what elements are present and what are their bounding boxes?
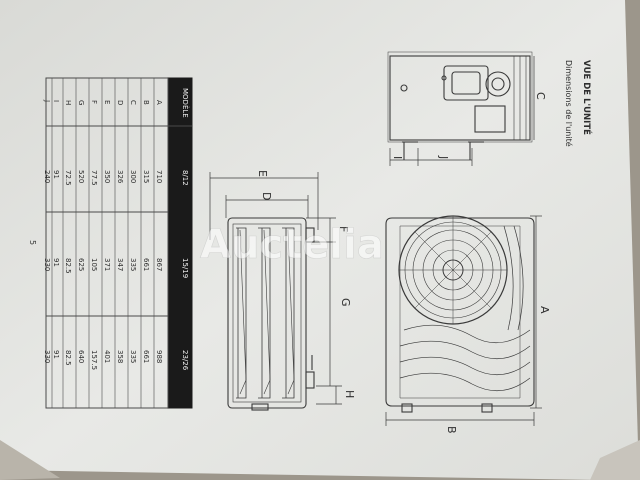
front-view-drawing (385, 215, 535, 413)
table-cell: 82.5 (64, 350, 72, 366)
table-cell: 300 (129, 170, 137, 183)
table-cell: 330 (43, 258, 51, 271)
table-cell: 157.5 (90, 350, 98, 370)
table-cell: 330 (43, 350, 51, 363)
table-cell: 91 (52, 258, 60, 267)
table-cell: E (103, 100, 111, 104)
table-cell: 350 (103, 170, 111, 183)
table-cell: 371 (103, 258, 111, 271)
table-cell: F (90, 100, 98, 104)
dimension-label-c: C (534, 92, 547, 100)
table-cell: 326 (116, 170, 124, 184)
side-view-drawing (387, 51, 533, 160)
table-header-col-1: 8/12 (181, 170, 189, 186)
table-cell: 640 (77, 350, 85, 363)
table-cell: G (77, 100, 85, 105)
table-header-row (167, 77, 193, 409)
table-cell: 335 (129, 350, 137, 363)
table-cell: B (142, 100, 150, 105)
table-cell: 82.5 (64, 258, 72, 274)
table-cell: 358 (116, 350, 124, 363)
table-cell: 315 (142, 170, 150, 183)
dimension-label-g: G (339, 298, 352, 307)
dimension-label-d: D (260, 192, 273, 200)
table-cell: H (64, 100, 72, 105)
page-number: 5 (28, 240, 37, 245)
table-cell: D (116, 100, 124, 105)
table-cell: 72.5 (64, 170, 72, 186)
table-cell: J (43, 99, 51, 102)
table-cell: 988 (155, 350, 163, 363)
page-heading: VUE DE L'UNITÉ (581, 60, 593, 135)
page-subheading: Dimensions de l'unité (564, 60, 574, 147)
table-cell: 661 (142, 258, 150, 271)
dimension-label-b: B (445, 426, 458, 434)
dimensions-table (45, 77, 193, 409)
table-header-col-3: 23/26 (181, 350, 189, 371)
dimension-label-a: A (538, 306, 551, 314)
table-cell: 240 (43, 170, 51, 183)
watermark-text: Auctelia (200, 222, 384, 268)
table-cell: 710 (155, 170, 163, 183)
dimension-label-f: F (337, 226, 350, 232)
table-cell: 91 (52, 350, 60, 359)
dimension-label-e: E (256, 170, 269, 177)
table-header-col-2: 15/19 (181, 258, 189, 278)
table-cell: 867 (155, 258, 163, 271)
table-cell: 625 (77, 258, 85, 271)
table-header-model: MODÈLE (181, 88, 190, 118)
dimension-label-j: J (437, 155, 450, 159)
table-cell: 347 (116, 258, 124, 271)
table-cell: 661 (142, 350, 150, 363)
table-cell: I (52, 100, 60, 102)
table-cell: 105 (90, 258, 98, 271)
table-cell: C (129, 100, 137, 105)
dimension-label-i: I (391, 156, 404, 159)
table-cell: 401 (103, 350, 111, 363)
table-cell: 91 (52, 170, 60, 179)
table-cell: A (155, 100, 163, 105)
table-cell: 520 (77, 170, 85, 183)
table-cell: 335 (129, 258, 137, 271)
table-cell: 77.5 (90, 170, 98, 186)
dimension-label-h: H (343, 390, 356, 398)
